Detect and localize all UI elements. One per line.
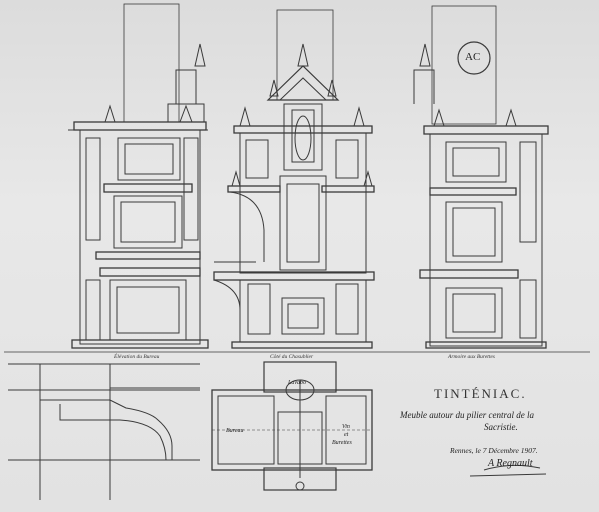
plan-label-bureau: Bureau — [226, 428, 244, 434]
caption-right-elevation: Armoire aux Burettes — [448, 354, 495, 360]
pillar-right — [431, 5, 497, 125]
armoire-elevation — [413, 41, 549, 349]
floor-plan — [211, 361, 373, 491]
bureau-elevation — [68, 43, 209, 349]
plan-label-vin: Vin — [342, 424, 350, 430]
sheet-subtitle-line2: Sacristie. — [484, 422, 518, 432]
plan-label-burettes: Burettes — [332, 440, 352, 446]
moulding-profile — [8, 363, 200, 500]
plan-label-lavabo: Lavabo — [288, 380, 306, 386]
plan-label-et: et — [344, 432, 349, 438]
sheet-subtitle-line1: Meuble autour du pilier central de la — [400, 410, 534, 420]
sheet-signature: A Regnault — [488, 458, 533, 469]
caption-center-elevation: Côté du Chasublier — [270, 354, 314, 360]
caption-left-elevation: Élévation du Bureau — [114, 354, 160, 360]
signature-flourish — [469, 464, 547, 477]
sheet-date-line: Rennes, le 7 Décembre 1907. — [450, 446, 538, 455]
chasublier-elevation — [213, 43, 375, 349]
monogram-text: AC — [465, 51, 481, 63]
sheet-title: TINTÉNIAC. — [434, 386, 527, 401]
